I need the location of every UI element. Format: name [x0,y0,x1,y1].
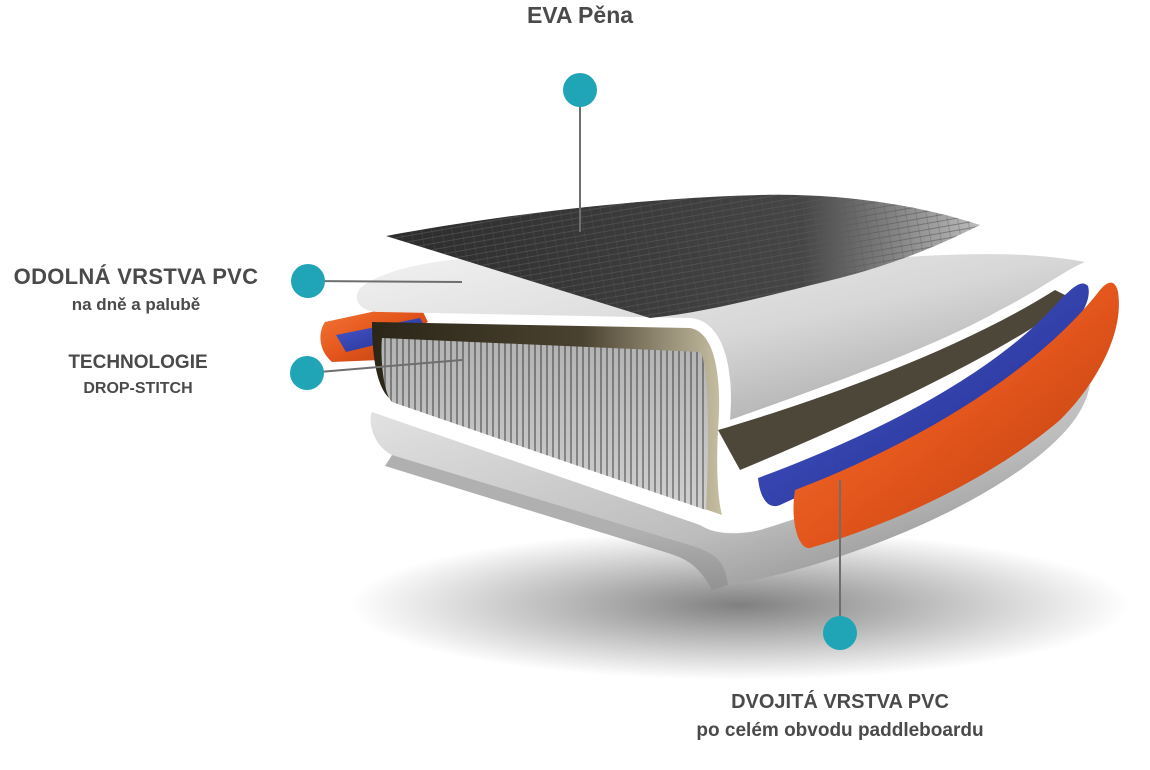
double-pvc-marker [823,616,857,650]
eva-label: EVA Pěna [470,2,690,30]
dropstitch-label: TECHNOLOGIE DROP-STITCH [38,352,238,398]
dropstitch-label-title: TECHNOLOGIE [68,352,208,373]
dropstitch-core-shade [381,338,708,510]
double-pvc-label: DVOJITÁ VRSTVA PVC po celém obvodu paddl… [640,690,1040,743]
top-pvc-skin [356,254,1085,420]
dropstitch-label-subtitle: DROP-STITCH [83,379,193,397]
eva-label-title: EVA Pěna [526,2,634,28]
dropstitch-leader-line [306,359,463,374]
pvc-layer-label-subtitle: na dně a palubě [71,295,201,315]
eva-foam-texture [386,194,980,318]
pvc-marker [291,264,325,298]
inner-adhesive-layer-right [718,290,1075,470]
ground-shadow [350,530,1130,680]
pvc-layer-label: ODOLNÁ VRSTVA PVC na dně a palubě [0,264,272,316]
pvc-layer-label-title: ODOLNÁ VRSTVA PVC [13,264,259,289]
dropstitch-marker [290,356,324,390]
blue-rail-right [758,283,1089,507]
double-pvc-label-title: DVOJITÁ VRSTVA PVC [731,691,949,713]
bottom-pvc-edge [385,455,728,590]
double-pvc-label-subtitle: po celém obvodu paddleboardu [696,720,984,741]
orange-rail-right [793,282,1119,549]
eva-marker [563,73,597,107]
pvc-leader-line [307,280,463,283]
